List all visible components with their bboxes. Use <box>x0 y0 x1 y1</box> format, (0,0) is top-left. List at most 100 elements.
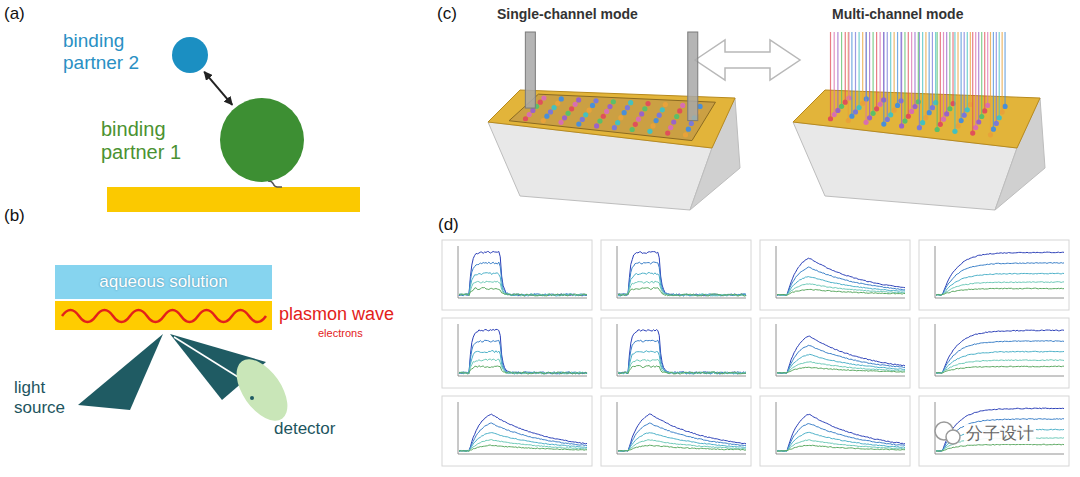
panel-letter: (b) <box>4 206 25 226</box>
fluid-channel <box>866 32 867 99</box>
chart-panel <box>760 396 910 466</box>
sensor-spot <box>590 103 595 108</box>
sensor-spot <box>604 109 609 114</box>
sensor-spot <box>657 113 662 118</box>
chart-panel <box>919 396 1069 466</box>
sensor-spot <box>612 125 617 130</box>
sensorgram-curve <box>777 354 905 373</box>
sensorgram-curve <box>936 341 1064 374</box>
analyte-circle: binding partner 2 <box>172 37 208 73</box>
fluid-channel <box>918 32 919 102</box>
sensorgram-curve <box>459 433 587 452</box>
ligand-circle: binding partner 1 <box>220 98 304 182</box>
sensorgram-curve <box>618 252 746 296</box>
fluid-channel <box>972 32 973 133</box>
sensor-spot <box>686 127 691 132</box>
fluid-channel <box>946 32 947 114</box>
fluid-channel <box>908 32 909 116</box>
chart-panel <box>760 240 910 310</box>
sensor-spot <box>551 105 556 110</box>
sensor-spot <box>630 127 635 132</box>
sensorgram-curve <box>459 359 587 374</box>
sensor-spot <box>636 117 641 122</box>
sensorgram-curve <box>936 351 1064 373</box>
flow-cell <box>509 94 715 140</box>
sensor-spot <box>622 110 627 115</box>
chart-panel <box>919 240 1069 310</box>
fluid-channel <box>964 32 965 115</box>
sensor-spot <box>625 105 630 110</box>
wave-sublabel: electrons <box>318 327 363 340</box>
sensorgram-curve <box>936 366 1064 373</box>
sensorgram-curve <box>936 408 1064 451</box>
fluid-channel <box>978 32 979 122</box>
sensorgram-curve <box>936 252 1064 295</box>
chip-group <box>488 32 1045 210</box>
sensorgram-curve <box>618 330 746 374</box>
sensorgram-curve <box>936 330 1064 373</box>
fluid-channel <box>851 32 852 116</box>
chart-panel <box>442 396 592 466</box>
chart-axis <box>776 246 905 298</box>
sensor-spot <box>671 119 676 124</box>
fluid-channel <box>932 32 933 108</box>
panel-letter: (d) <box>438 215 459 235</box>
sensorgram-curve <box>618 351 746 374</box>
fluid-channel <box>845 32 846 102</box>
fluid-channel <box>883 32 884 124</box>
light-beam <box>78 334 163 410</box>
fluid-channel <box>837 32 838 110</box>
sensor-spot <box>530 108 535 113</box>
chart-panel <box>601 318 751 388</box>
sensor-spot <box>660 107 665 112</box>
sensorgram-curve <box>777 445 905 451</box>
sensorgram-curve <box>777 345 905 373</box>
fluid-channel <box>922 32 923 123</box>
sensorgram-curve <box>777 289 905 295</box>
sensor-spot <box>677 108 682 113</box>
sensorgram-curve <box>459 440 587 452</box>
sensorgram-curve <box>777 362 905 373</box>
sensorgram-curve <box>459 423 587 451</box>
sensorgram-curve <box>459 366 587 374</box>
sensorgram-curve <box>936 282 1064 295</box>
chart-panel <box>442 318 592 388</box>
detector-label: detector <box>274 419 335 439</box>
source-label: light source <box>14 378 74 417</box>
sensor-spot <box>523 116 528 121</box>
beam-line <box>174 337 246 382</box>
fluid-channel <box>952 32 953 104</box>
chart-axis <box>935 402 1064 454</box>
fluid-channel <box>911 32 912 111</box>
sensor-spot <box>541 118 546 123</box>
fluid-channel <box>900 32 901 101</box>
sensorgram-curve <box>618 340 746 374</box>
sensor-spot <box>573 102 578 107</box>
sensorgram-curve <box>459 414 587 451</box>
partner-label: binding partner 1 <box>101 118 213 164</box>
sensor-spot <box>628 100 633 105</box>
sensorgram-curve <box>618 433 746 452</box>
sensorgram-curve <box>777 414 905 451</box>
sensor-spot <box>583 112 588 117</box>
fluid-channel <box>984 32 985 111</box>
fluid-channel <box>848 32 849 98</box>
sensor-spot <box>587 108 592 113</box>
fluid-channel <box>949 32 950 109</box>
fluid-channel <box>993 32 994 129</box>
chart-panel <box>919 318 1069 388</box>
sensor-spot <box>541 95 546 100</box>
sensorgram-curve <box>618 414 746 451</box>
chart-panel <box>601 396 751 466</box>
chart-panel <box>760 318 910 388</box>
sensorgram-curve <box>777 284 905 295</box>
sensorgram-curve <box>777 267 905 295</box>
sensorgram-curve <box>618 359 746 373</box>
chart-axis <box>617 324 746 376</box>
sensor-spot <box>607 104 612 109</box>
fluid-channel <box>961 32 962 121</box>
chart-axis <box>458 324 587 376</box>
sensor-spot <box>527 112 532 117</box>
sensor-spot <box>538 100 543 105</box>
